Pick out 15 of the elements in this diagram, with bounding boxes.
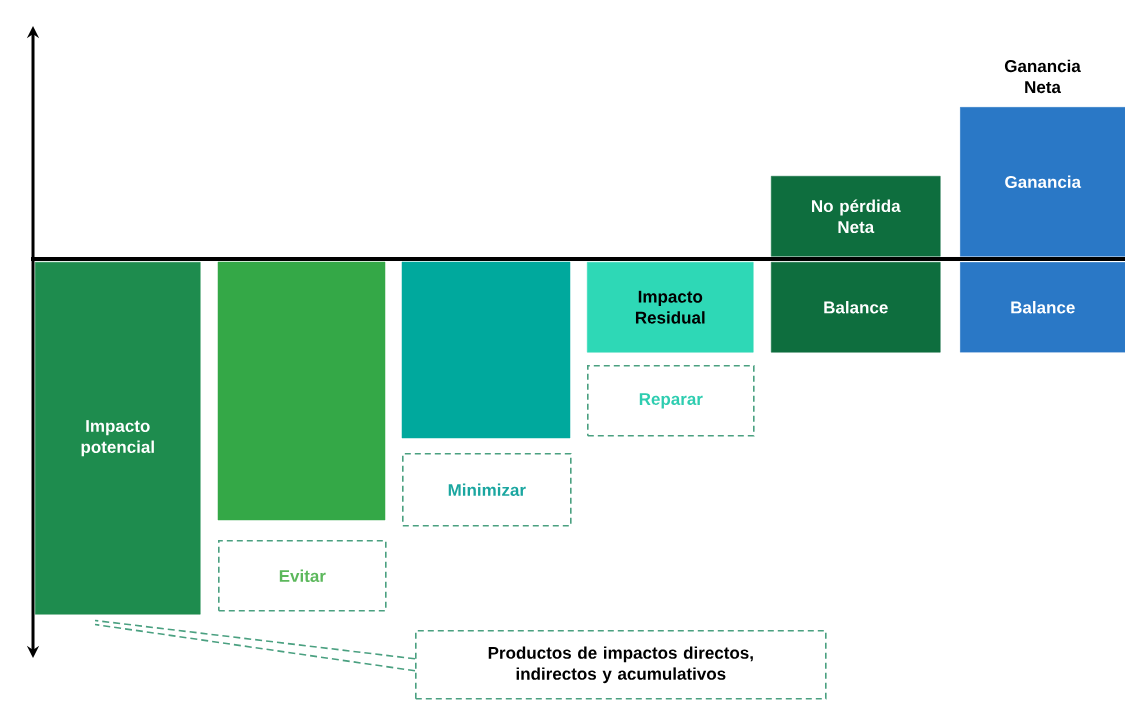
minimize-bar (401, 261, 571, 439)
step-box: Minimizar (402, 453, 572, 527)
no-net-loss-box: No pérdida Neta (771, 176, 941, 257)
column-heading: Ganancia Neta (1004, 59, 1081, 94)
balance-box: Balance (960, 262, 1125, 353)
leader-line (94, 619, 416, 660)
step-box: Evitar (218, 540, 387, 612)
balance-box: Balance (771, 262, 941, 353)
impact-bar: Impacto potencial (35, 262, 201, 615)
gain-box: Ganancia (960, 107, 1125, 257)
step-box: Reparar (587, 365, 755, 437)
avoid-bar (217, 261, 386, 521)
note-box: Productos de impactos directos, indirectos y acumulativos (415, 630, 827, 700)
residual-impact-box: Impacto Residual (587, 262, 754, 353)
leader-line (94, 623, 416, 672)
